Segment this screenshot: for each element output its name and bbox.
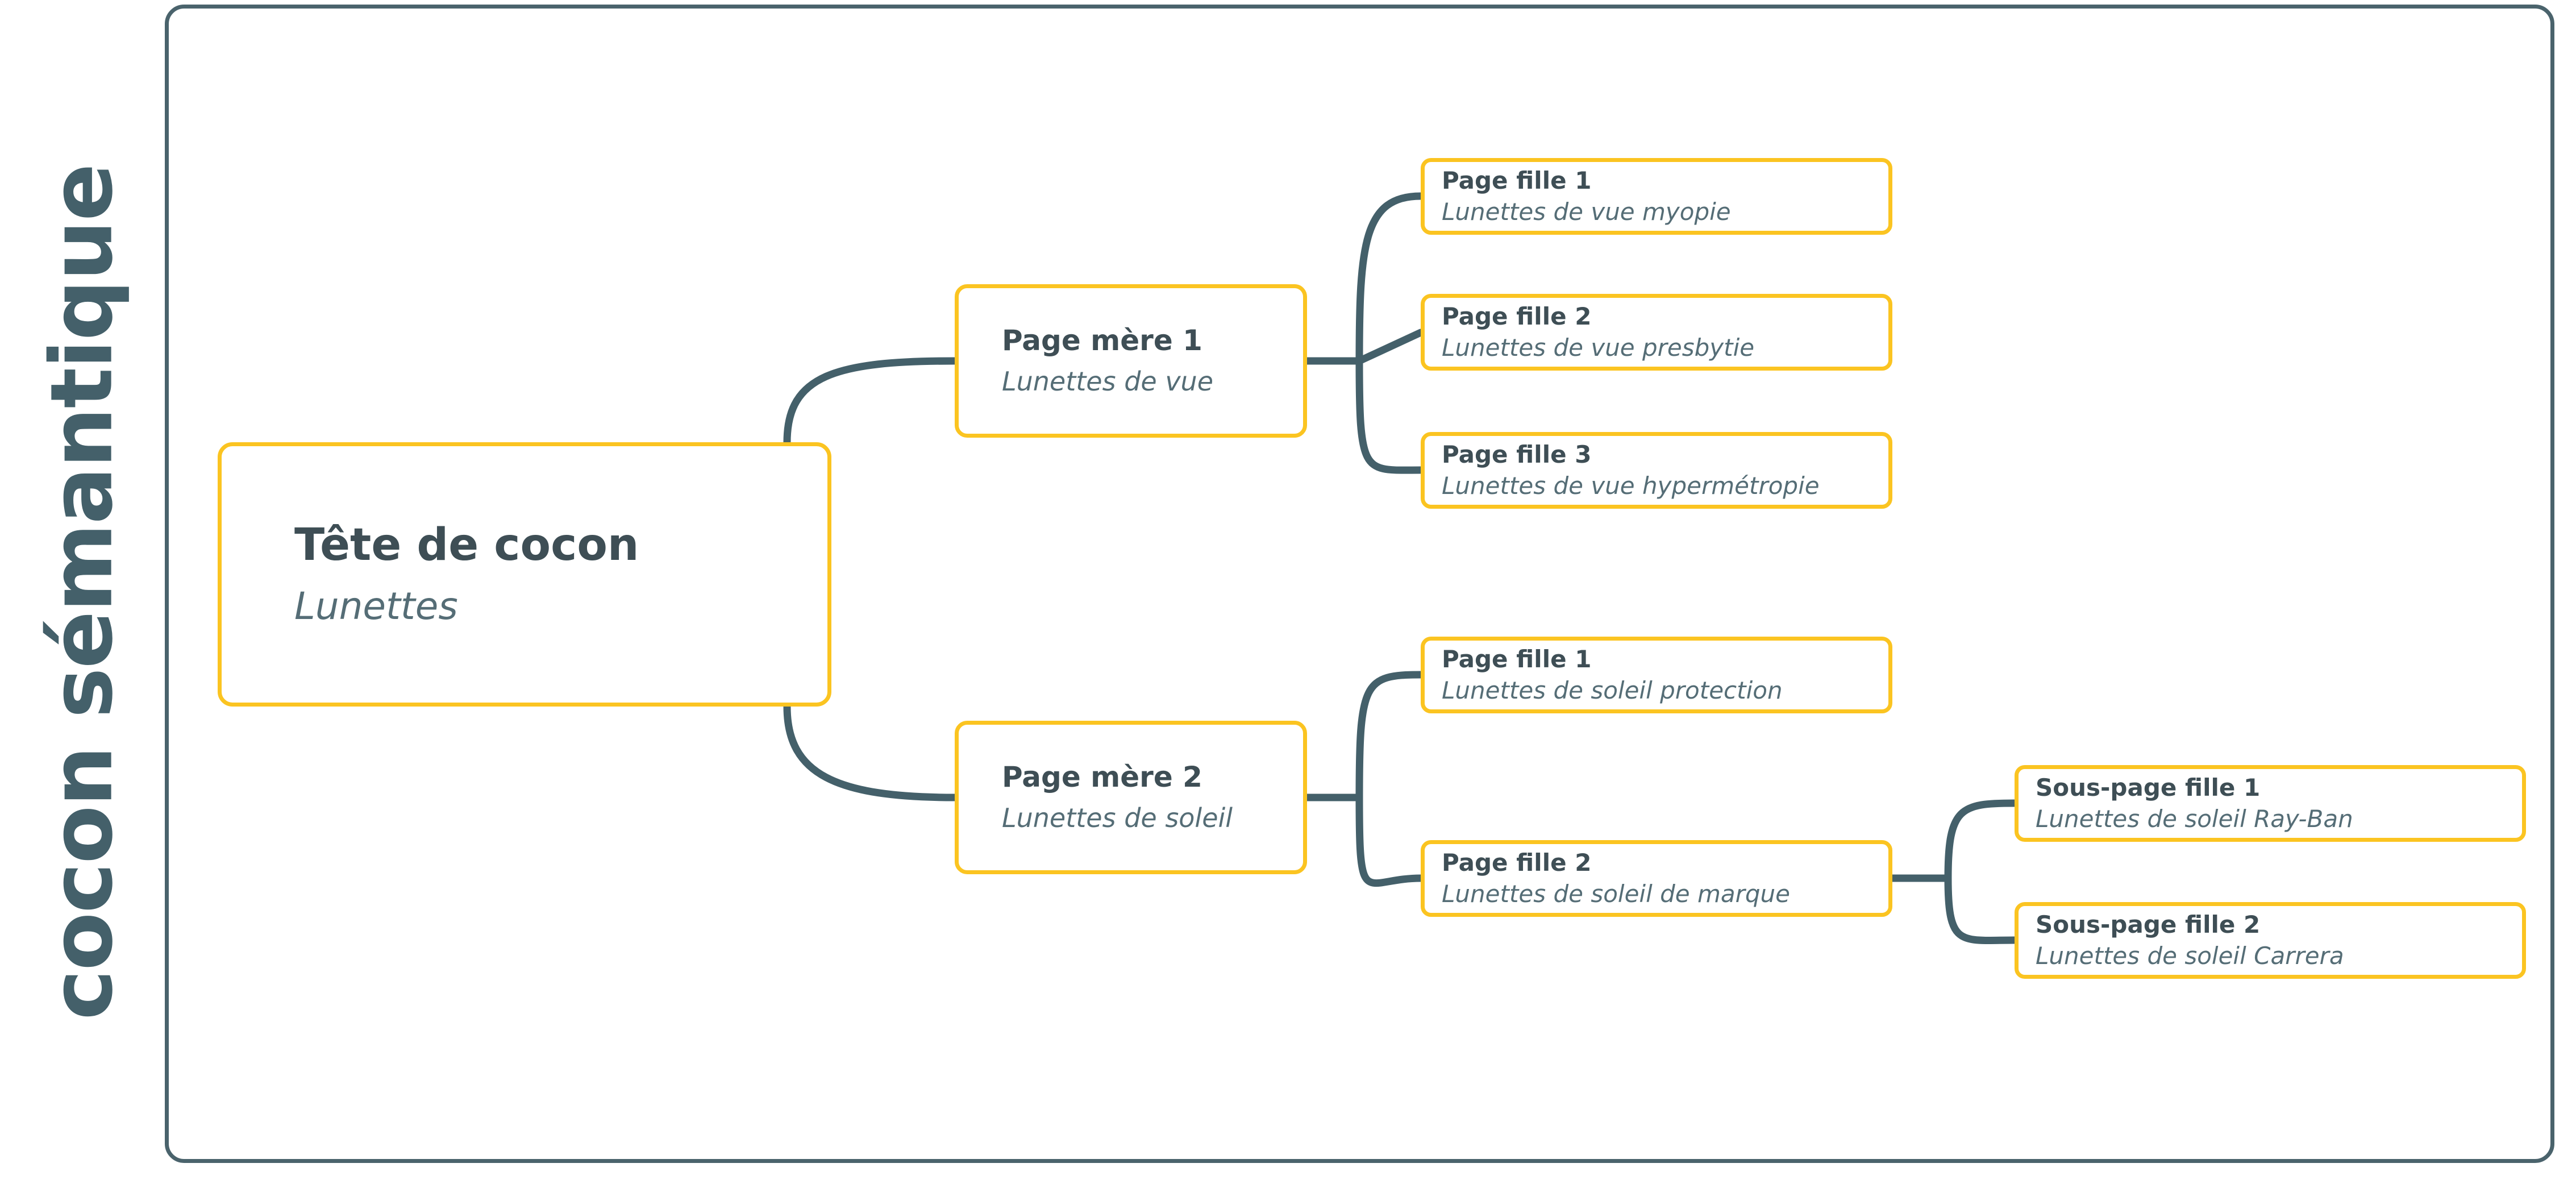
node-parent-2-subtitle: Lunettes de soleil (1002, 803, 1233, 834)
node-parent-1-title: Page mère 1 (1002, 324, 1202, 358)
node-subpage-1-title: Sous-page fille 1 (2036, 774, 2261, 802)
node-child-2-2[interactable]: Page fille 2 Lunettes de soleil de marqu… (1421, 840, 1892, 917)
node-child-1-1-subtitle: Lunettes de vue myopie (1442, 197, 1731, 226)
node-child-2-1-subtitle: Lunettes de soleil protection (1442, 676, 1783, 704)
node-subpage-1-subtitle: Lunettes de soleil Ray-Ban (2036, 804, 2353, 833)
node-root[interactable]: Tête de cocon Lunettes (218, 442, 831, 707)
node-child-1-1-title: Page fille 1 (1442, 167, 1592, 195)
node-child-2-1-title: Page fille 1 (1442, 645, 1592, 674)
node-root-subtitle: Lunettes (294, 584, 458, 629)
node-subpage-2[interactable]: Sous-page fille 2 Lunettes de soleil Car… (2015, 902, 2526, 979)
node-subpage-2-title: Sous-page fille 2 (2036, 911, 2261, 939)
node-parent-1-subtitle: Lunettes de vue (1002, 366, 1213, 397)
node-child-1-1[interactable]: Page fille 1 Lunettes de vue myopie (1421, 158, 1892, 235)
node-child-1-3[interactable]: Page fille 3 Lunettes de vue hypermétrop… (1421, 432, 1892, 509)
node-root-title: Tête de cocon (294, 520, 639, 571)
node-subpage-2-subtitle: Lunettes de soleil Carrera (2036, 941, 2344, 970)
node-child-1-2-title: Page fille 2 (1442, 302, 1592, 331)
node-child-1-2[interactable]: Page fille 2 Lunettes de vue presbytie (1421, 294, 1892, 371)
vertical-caption: cocon sémantique (0, 0, 165, 1184)
node-parent-1[interactable]: Page mère 1 Lunettes de vue (955, 284, 1307, 438)
node-child-1-2-subtitle: Lunettes de vue presbytie (1442, 333, 1755, 362)
node-child-2-2-title: Page fille 2 (1442, 849, 1592, 877)
node-parent-2[interactable]: Page mère 2 Lunettes de soleil (955, 721, 1307, 874)
node-child-2-2-subtitle: Lunettes de soleil de marque (1442, 879, 1790, 908)
node-child-1-3-subtitle: Lunettes de vue hypermétropie (1442, 471, 1820, 500)
vertical-caption-text: cocon sémantique (33, 164, 132, 1020)
node-parent-2-title: Page mère 2 (1002, 761, 1202, 794)
node-subpage-1[interactable]: Sous-page fille 1 Lunettes de soleil Ray… (2015, 765, 2526, 842)
node-child-1-3-title: Page fille 3 (1442, 441, 1592, 469)
node-child-2-1[interactable]: Page fille 1 Lunettes de soleil protecti… (1421, 637, 1892, 713)
